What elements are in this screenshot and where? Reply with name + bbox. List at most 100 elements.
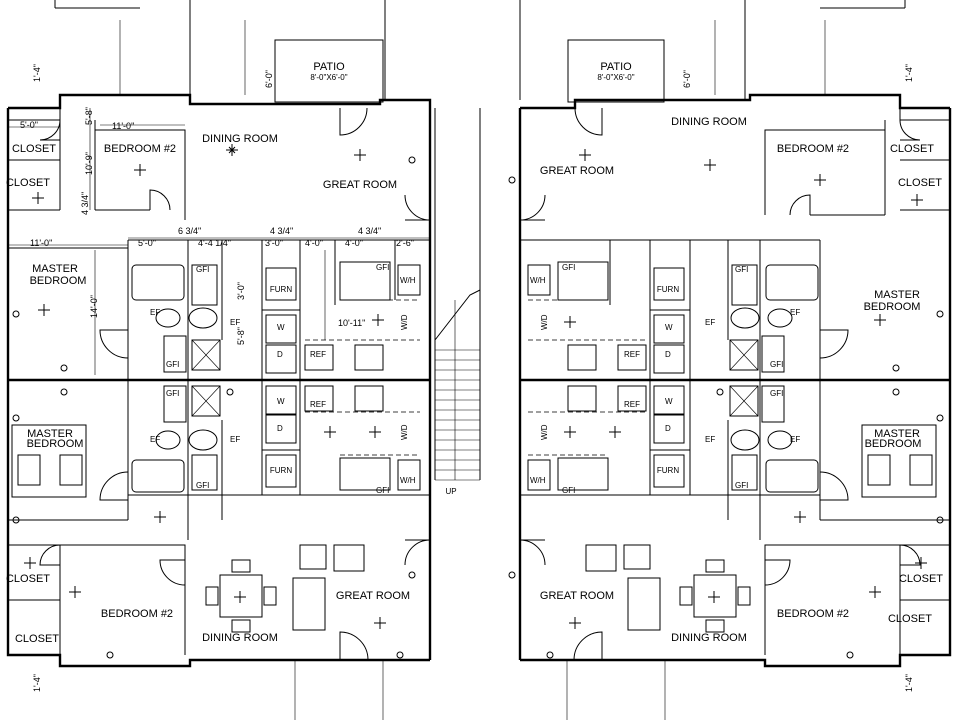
dim-label: 1'-4" bbox=[32, 674, 42, 692]
d-tag: D bbox=[665, 350, 671, 359]
dim-label: 5'-8" bbox=[84, 107, 94, 125]
ef-tag: EF bbox=[230, 435, 240, 444]
room-label-bedroom: BEDROOM bbox=[30, 275, 87, 287]
room-label-great-room: GREAT ROOM bbox=[336, 590, 410, 602]
wh-tag: W/H bbox=[530, 476, 546, 485]
ef-tag: EF bbox=[790, 435, 800, 444]
exterior-walls bbox=[6, 93, 952, 668]
room-label-master: MASTER bbox=[27, 428, 73, 440]
wd-tag: W/D bbox=[540, 424, 549, 440]
furn-label: FURN bbox=[657, 466, 679, 475]
gfi-tag: GFI bbox=[735, 481, 748, 490]
site-lines bbox=[54, 0, 906, 720]
dim-label: 1'-4" bbox=[32, 64, 42, 82]
dim-label: 2'-6" bbox=[396, 238, 414, 248]
dim-label: 3'-0" bbox=[265, 238, 283, 248]
w-tag: W bbox=[277, 397, 285, 406]
patio-top-left: PATIO 8'-0"X6'-0" bbox=[274, 39, 384, 103]
gfi-tag: GFI bbox=[166, 389, 179, 398]
ref-label: REF bbox=[310, 350, 326, 359]
dim-label: 5'-0" bbox=[138, 238, 156, 248]
wh-tag: W/H bbox=[400, 276, 416, 285]
wd-tag: W/D bbox=[400, 314, 409, 330]
ef-tag: EF bbox=[790, 308, 800, 317]
gfi-tag: GFI bbox=[562, 263, 575, 272]
patio-label: PATIO bbox=[600, 61, 632, 73]
room-label-bedroom-2: BEDROOM #2 bbox=[104, 143, 176, 155]
furniture bbox=[205, 544, 751, 633]
gfi-tag: GFI bbox=[166, 360, 179, 369]
w-tag: W bbox=[277, 323, 285, 332]
dim-label: 5'-8" bbox=[236, 327, 246, 345]
room-label-bedroom: BEDROOM bbox=[27, 438, 84, 450]
ef-tag: EF bbox=[705, 435, 715, 444]
ef-tag: EF bbox=[230, 318, 240, 327]
patio-size: 8'-0"X6'-0" bbox=[310, 73, 347, 82]
furn-label: FURN bbox=[270, 285, 292, 294]
room-label-closet: CLOSET bbox=[888, 613, 932, 625]
dim-label: 10'-11" bbox=[338, 318, 365, 328]
room-label-closet: CLOSET bbox=[6, 177, 50, 189]
walls-bottom-left bbox=[8, 380, 430, 655]
light-fixture-icons bbox=[24, 144, 927, 629]
dim-label: 6'-0" bbox=[682, 70, 692, 88]
room-label-bedroom-2: BEDROOM #2 bbox=[101, 608, 173, 620]
d-tag: D bbox=[665, 424, 671, 433]
patio-label: PATIO bbox=[313, 61, 345, 73]
room-label-dining-room: DINING ROOM bbox=[671, 632, 747, 644]
room-label-great-room: GREAT ROOM bbox=[540, 165, 614, 177]
room-label-bedroom-2: BEDROOM #2 bbox=[777, 143, 849, 155]
room-label-closet: CLOSET bbox=[899, 573, 943, 585]
dim-label: 3'-0" bbox=[236, 282, 246, 300]
room-labels: DINING ROOM GREAT ROOM BEDROOM #2 CLOSET… bbox=[6, 116, 943, 645]
ef-tag: EF bbox=[705, 318, 715, 327]
gfi-tag: GFI bbox=[735, 265, 748, 274]
furn-label: FURN bbox=[657, 285, 679, 294]
dim-label: 4'-4 1/4" bbox=[198, 238, 231, 248]
walls-top-left bbox=[8, 108, 430, 380]
ef-tag: EF bbox=[150, 308, 160, 317]
ref-label: REF bbox=[310, 400, 326, 409]
room-label-closet: CLOSET bbox=[898, 177, 942, 189]
room-label-dining-room: DINING ROOM bbox=[671, 116, 747, 128]
room-label-great-room: GREAT ROOM bbox=[540, 590, 614, 602]
room-label-master: MASTER bbox=[32, 263, 78, 275]
dimension-labels: 5'-0" 11'-0" 5'-8" 10'-9" 4 3/4" 11'-0" … bbox=[20, 64, 914, 692]
w-tag: W bbox=[665, 397, 673, 406]
room-label-great-room: GREAT ROOM bbox=[323, 179, 397, 191]
d-tag: D bbox=[277, 350, 283, 359]
dim-label: 14'-0" bbox=[89, 295, 99, 318]
w-tag: W bbox=[665, 323, 673, 332]
room-label-bedroom: BEDROOM bbox=[865, 438, 922, 450]
room-label-closet: CLOSET bbox=[6, 573, 50, 585]
doors bbox=[39, 107, 921, 661]
furn-label: FURN bbox=[270, 466, 292, 475]
gfi-tag: GFI bbox=[770, 389, 783, 398]
room-label-master: MASTER bbox=[874, 428, 920, 440]
dim-label: 10'-9" bbox=[84, 152, 94, 175]
gfi-tag: GFI bbox=[376, 486, 389, 495]
wd-tag: W/D bbox=[540, 314, 549, 330]
room-label-closet: CLOSET bbox=[12, 143, 56, 155]
fixtures bbox=[11, 261, 937, 498]
dim-label: 6 3/4" bbox=[178, 226, 201, 236]
walls-bottom-right bbox=[520, 380, 950, 655]
dimension-lines bbox=[8, 108, 430, 375]
gfi-tag: GFI bbox=[376, 263, 389, 272]
dim-label: 4 3/4" bbox=[80, 192, 90, 215]
room-label-dining-room: DINING ROOM bbox=[202, 133, 278, 145]
walls-top-right bbox=[520, 108, 950, 380]
wd-tag: W/D bbox=[400, 424, 409, 440]
wh-tag: W/H bbox=[530, 276, 546, 285]
room-label-closet: CLOSET bbox=[15, 633, 59, 645]
room-label-bedroom-2: BEDROOM #2 bbox=[777, 608, 849, 620]
dim-label: 6'-0" bbox=[264, 70, 274, 88]
dim-label: 4'-0" bbox=[345, 238, 363, 248]
dim-label: 5'-0" bbox=[20, 120, 38, 130]
gfi-tag: GFI bbox=[196, 481, 209, 490]
fixture-tags: GFI GFI GFI EF EF W/H W/D W D GFI GFI GF… bbox=[150, 263, 800, 495]
outlet-icons bbox=[12, 156, 944, 659]
gfi-tag: GFI bbox=[196, 265, 209, 274]
ref-label: REF bbox=[624, 350, 640, 359]
